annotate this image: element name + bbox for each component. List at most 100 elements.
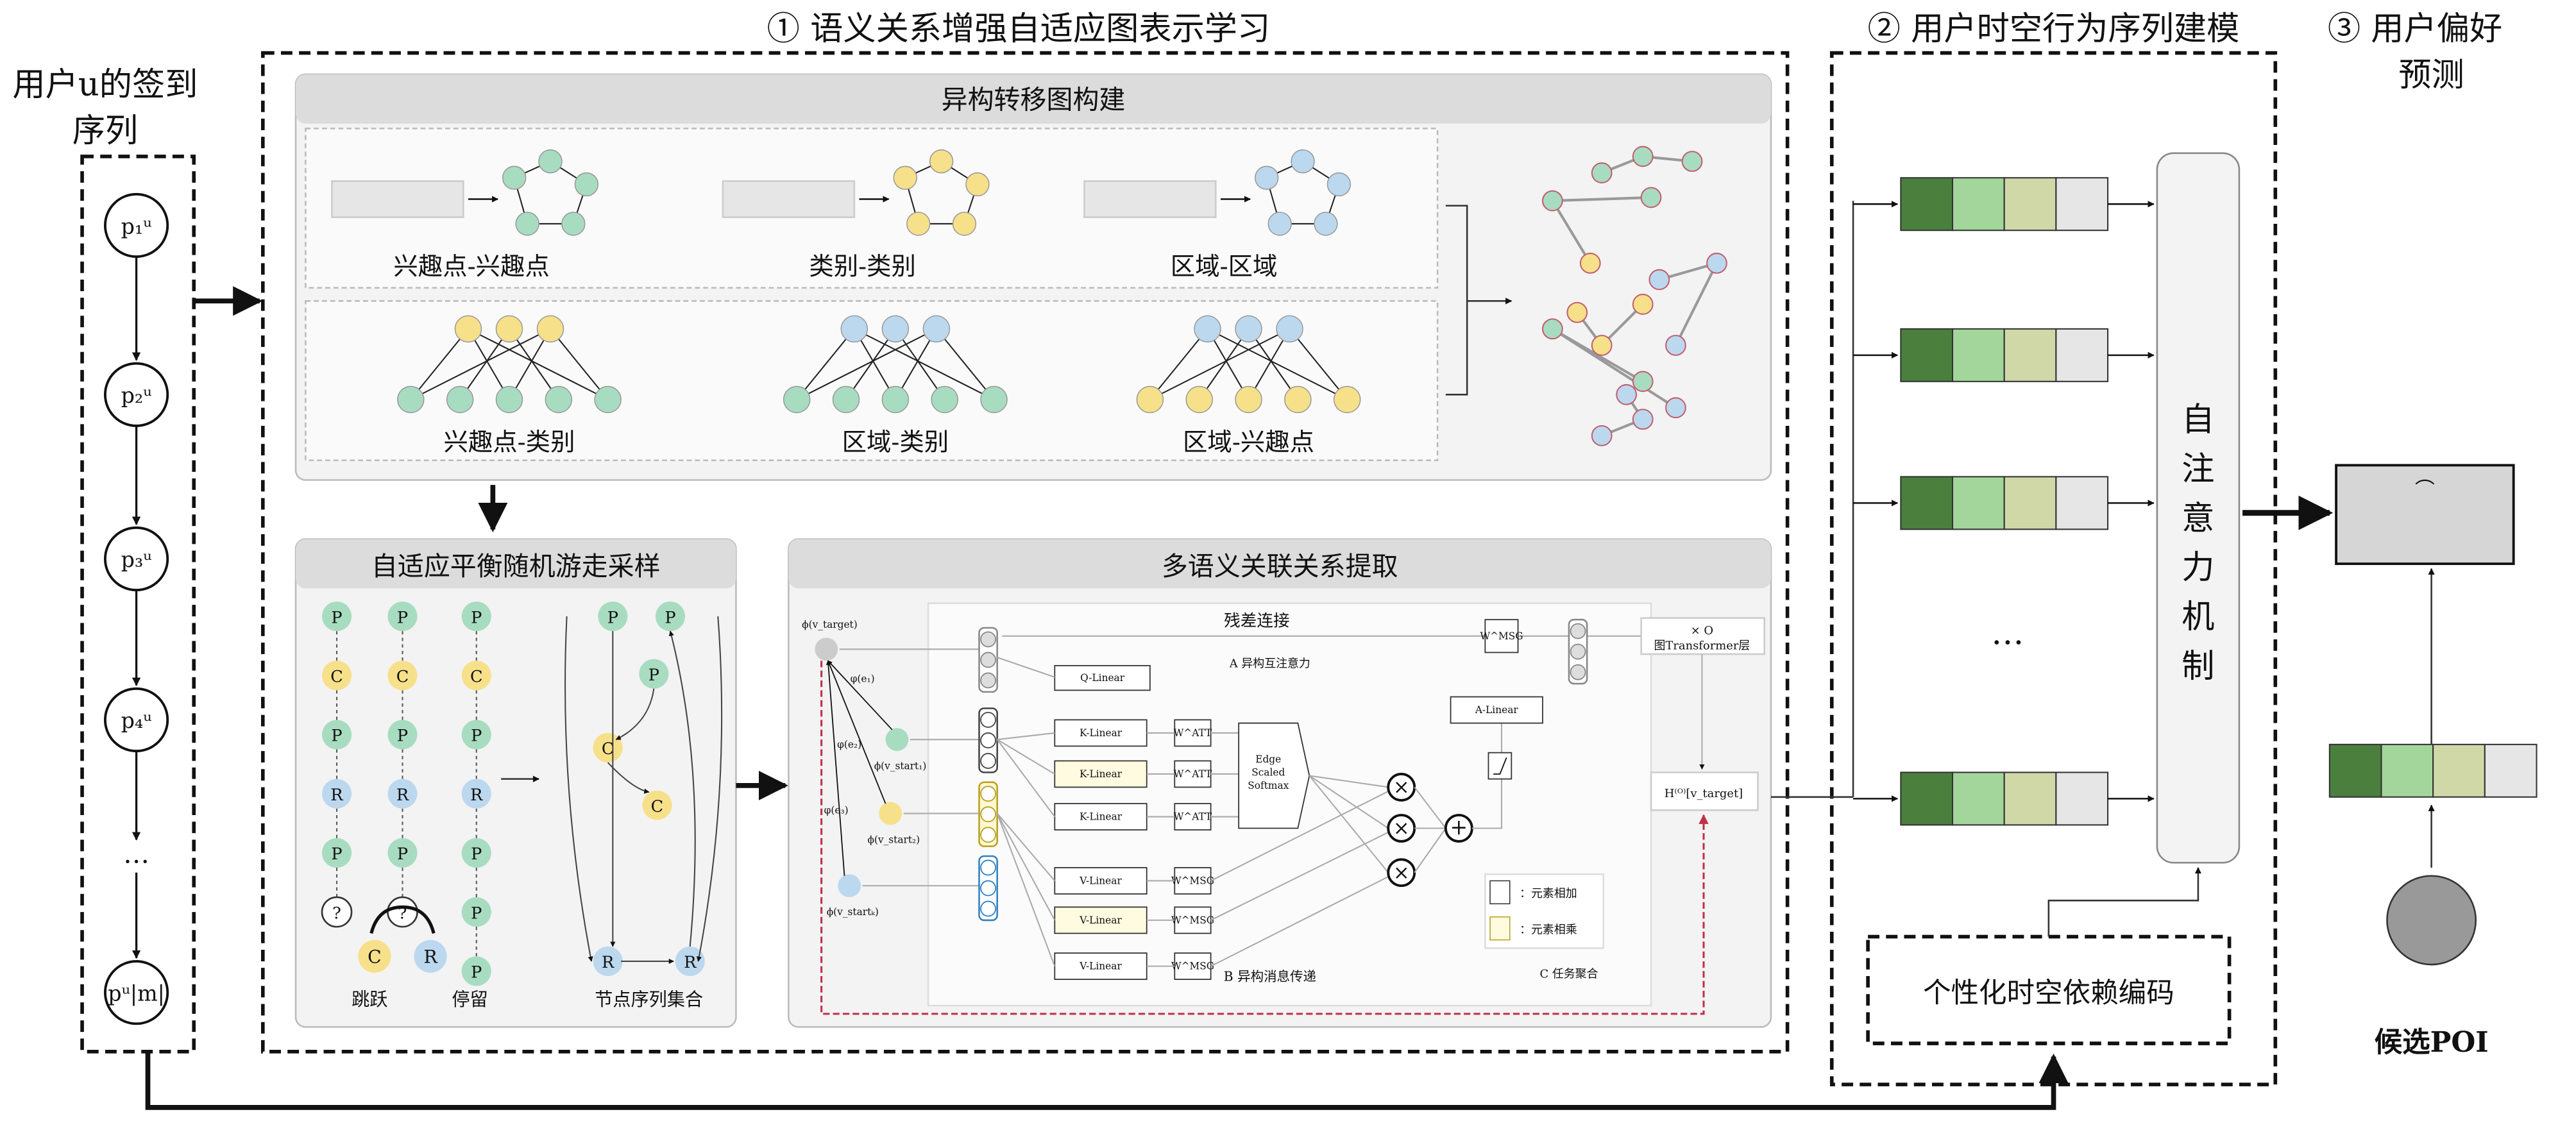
walk-node-label: R (330, 786, 343, 805)
legend-add-label: ：元素相加 (1520, 887, 1577, 900)
sequence-graph-node (593, 946, 623, 976)
phi-target-label: ϕ(v_target) (802, 619, 858, 630)
walk-node (322, 838, 352, 868)
map-thumbnail (1083, 180, 1217, 218)
graph-node (1235, 315, 1262, 343)
w-msg-residual-box (1484, 619, 1519, 653)
sequence-graph-node-label: P (665, 608, 675, 627)
section1-title: ① 语义关系增强自适应图表示学习 (767, 10, 1271, 48)
personal-encoding-label: 个性化时空依赖编码 (1923, 977, 2174, 1009)
sequence-graph-node (642, 790, 672, 820)
walk-node (387, 720, 418, 750)
bipartite-subgraph: 区域-类别 (783, 315, 1008, 457)
graph-node (495, 385, 523, 414)
walk-node (322, 661, 352, 691)
graph-node (1333, 385, 1361, 414)
w-att-box (1174, 803, 1212, 830)
walk-node-label: R (396, 786, 409, 805)
sequence-cell (2003, 328, 2057, 382)
arrow-bottom-feedback (145, 1051, 2069, 1110)
walk-node (322, 779, 352, 809)
residual-label: 残差连接 (1224, 611, 1289, 630)
v-linear-box (1054, 867, 1148, 895)
k-linear-box (1054, 760, 1148, 788)
self-attention-char: 意 (2182, 499, 2214, 537)
prediction-box (2335, 464, 2515, 566)
walk-node-label: P (471, 608, 482, 627)
graph-node (1616, 384, 1638, 405)
w-msg-box (1174, 867, 1212, 895)
transformer-layers-label: 图Transformer层 (1654, 639, 1750, 652)
output-embedding-box (1650, 771, 1759, 811)
graph-node (1326, 172, 1352, 197)
walk-node-label: P (397, 608, 408, 627)
hetero-graph-panel: 异构转移图构建 兴趣点-兴趣点类别-类别区域-区域兴趣点-类别区域-类别区域-兴… (294, 73, 1772, 481)
section1-box (260, 51, 1790, 1054)
multiply-symbol: × (1393, 817, 1410, 840)
graph-node (1185, 385, 1213, 414)
hetero-subgraph-label: 兴趣点-兴趣点 (393, 252, 549, 281)
graph-node (538, 149, 563, 174)
walk-node (322, 602, 352, 632)
graph-node (881, 385, 910, 414)
start-node (885, 728, 909, 752)
graph-node (1235, 385, 1262, 414)
walk-node (387, 602, 418, 632)
sequence-graph-node-label: C (602, 739, 614, 759)
phi-edge-label: φ(e₃) (824, 804, 849, 816)
walk-node (461, 897, 491, 927)
sequence-graph-node (675, 946, 705, 976)
sequence-cell (2003, 177, 2057, 232)
graph-node (1632, 409, 1654, 430)
sequence-cell (1951, 771, 2005, 826)
graph-node (397, 385, 425, 414)
k-linear-box-label: K-Linear (1080, 768, 1123, 780)
softmax-label: Softmax (1248, 780, 1289, 791)
sequence-graph-node-label: R (684, 953, 697, 972)
graph-node (931, 385, 958, 414)
self-attention-char: 注 (2182, 450, 2214, 489)
phi-edge-label: φ(e₁) (851, 673, 875, 685)
sequence-ellipsis: … (123, 838, 149, 869)
candidate-cell (2484, 743, 2538, 798)
graph-node (881, 315, 910, 343)
graph-node (952, 212, 977, 236)
hetero-subgraph-label: 类别-类别 (809, 252, 916, 281)
hetero-subgraph-label: 区域-区域 (1171, 252, 1278, 281)
sequence-cell (2003, 771, 2057, 826)
sequence-graph-node (598, 602, 628, 632)
phi-edge-label: φ(e₂) (837, 739, 861, 750)
graph-node (1541, 318, 1563, 340)
checkin-node-label: p₃ᵘ (121, 547, 152, 572)
graph-node (1632, 371, 1654, 392)
graph-node (1194, 315, 1221, 343)
walk-node-label: ? (332, 904, 341, 923)
merged-hetero-graph (1541, 146, 1727, 446)
checkin-sequence-box (80, 155, 196, 1054)
walk-node (321, 896, 353, 928)
graph-node (832, 385, 860, 414)
w-msg-box (1174, 906, 1212, 934)
section2-title: ② 用户时空行为序列建模 (1868, 10, 2240, 48)
graph-node (965, 172, 990, 197)
graph-node (929, 149, 954, 174)
walk-node (387, 661, 418, 691)
graph-node (1632, 146, 1654, 167)
walk-node-label: P (471, 904, 482, 923)
hetero-subgraph: 兴趣点-兴趣点 (331, 149, 599, 281)
graph-node (1632, 294, 1654, 315)
candidate-embedding (2328, 743, 2538, 798)
walk-node-label: P (471, 963, 482, 982)
multi-header: 多语义关联关系提取 (1162, 551, 1398, 582)
self-attention-char: 自 (2182, 401, 2214, 439)
k-linear-box (1054, 803, 1148, 830)
checkin-node-label: pᵘ|m| (108, 981, 165, 1006)
sequence-cell (1900, 177, 1954, 232)
activation-box (1487, 752, 1513, 780)
self-attention-char: 力 (2182, 548, 2214, 587)
a-linear-box (1450, 696, 1543, 724)
sequence-graph-node-label: R (602, 953, 614, 972)
